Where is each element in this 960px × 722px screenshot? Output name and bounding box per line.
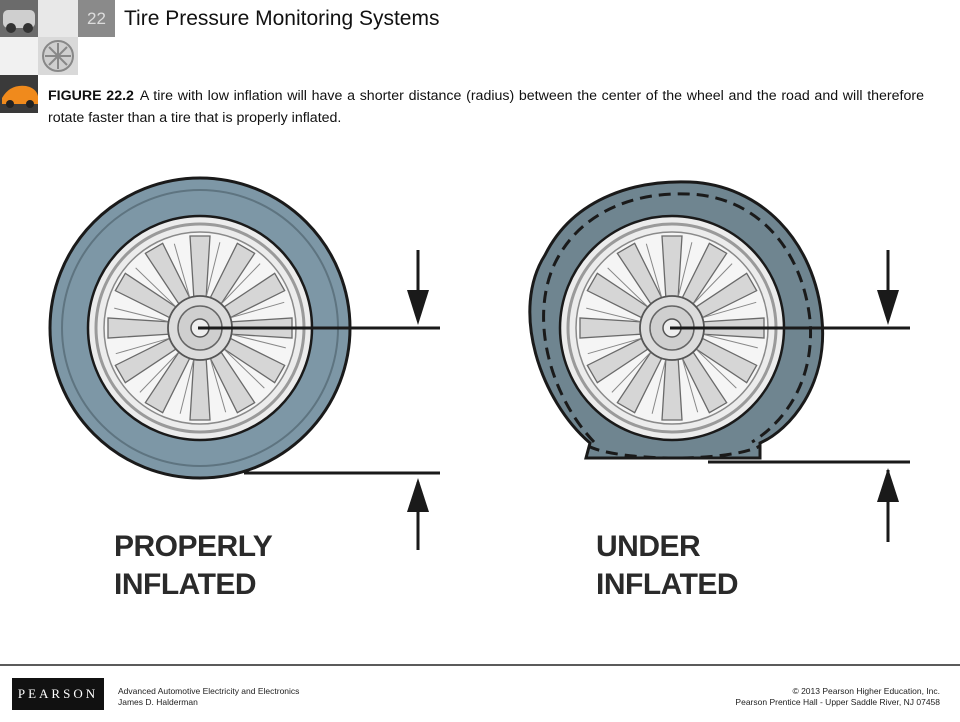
tire-comparison-figure: PROPERLY INFLATED UNDER INFLATED [0,150,960,630]
under-label-line2: INFLATED [596,568,739,601]
properly-inflated-label: PROPERLY INFLATED [114,528,273,604]
car-thumbnail-icon [0,0,78,113]
slide-footer: PEARSON Advanced Automotive Electricity … [0,664,960,722]
copyright-info: © 2013 Pearson Higher Education, Inc. Pe… [735,686,940,708]
properly-inflated-tire [48,176,440,550]
properly-label-line2: INFLATED [114,568,257,601]
pearson-logo: PEARSON [12,678,104,710]
under-inflated-tire [528,180,910,542]
figure-label: FIGURE 22.2 [48,88,134,104]
copyright-text: © 2013 Pearson Higher Education, Inc. [792,686,940,696]
under-label-line1: UNDER [596,530,701,563]
caption-text: A tire with low inflation will have a sh… [48,88,924,126]
author-name: James D. Halderman [118,697,198,707]
book-info: Advanced Automotive Electricity and Elec… [118,686,299,708]
header-thumbnails [0,0,78,115]
book-title: Advanced Automotive Electricity and Elec… [118,686,300,696]
tire-diagram [48,176,910,550]
publisher-text: Pearson Prentice Hall - Upper Saddle Riv… [735,697,940,707]
slide-title: Tire Pressure Monitoring Systems [124,7,440,30]
chapter-number-badge: 22 [78,0,115,37]
properly-label-line1: PROPERLY [114,530,273,563]
under-inflated-label: UNDER INFLATED [596,528,739,604]
